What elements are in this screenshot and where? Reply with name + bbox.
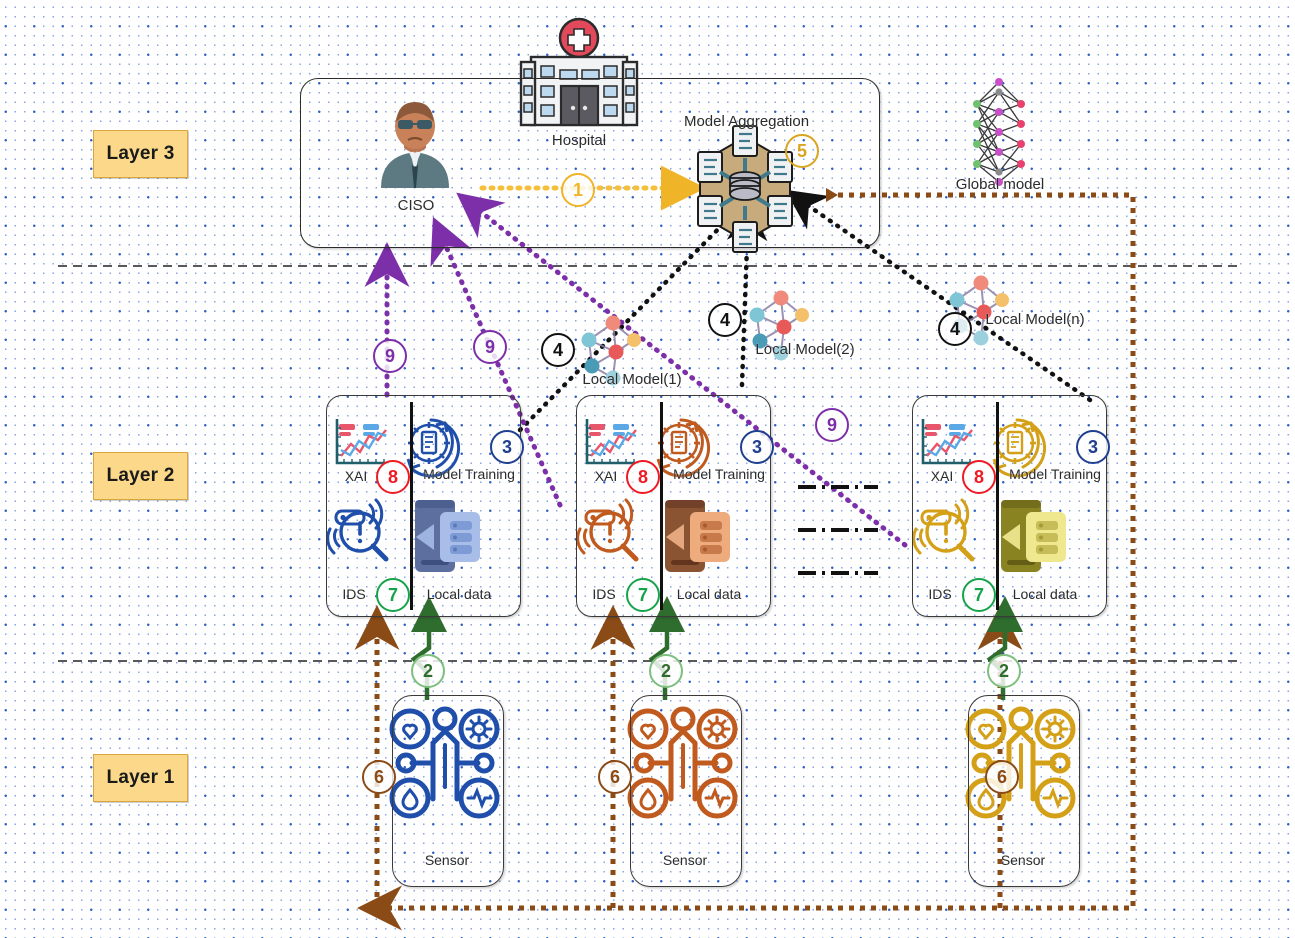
- gear-document-training-icon: [992, 418, 1047, 478]
- layer-tag-layer1-label: Layer 1: [106, 767, 175, 788]
- client-n-localdata-label: Local data: [1012, 586, 1078, 602]
- client-1-icons: [326, 418, 480, 572]
- sensor-1-icon: [389, 706, 500, 819]
- layer-tag-layer1: Layer 1: [93, 754, 188, 802]
- step-badge-3-client1: 3: [490, 430, 524, 464]
- client-1-divider: [410, 402, 413, 610]
- step-badge-1: 1: [561, 173, 595, 207]
- step-badge-6-sensor2: 6: [598, 760, 632, 794]
- step-badge-2-sensor2: 2: [649, 654, 683, 688]
- global-model-label: Global model: [955, 176, 1045, 193]
- sensor-2-box[interactable]: [630, 695, 742, 887]
- sensor-n-box[interactable]: [968, 695, 1080, 887]
- step-badge-4-clientn: 4: [938, 312, 972, 346]
- local-data-device-icon: [665, 500, 730, 572]
- sensor-2-label: Sensor: [662, 852, 708, 868]
- client-2-ids-label: IDS: [592, 586, 616, 602]
- step-badge-3-clientn: 3: [1076, 430, 1110, 464]
- step-badge-2-sensor1: 2: [411, 654, 445, 688]
- client-n-ids-label: IDS: [928, 586, 952, 602]
- sensor-1-label: Sensor: [424, 852, 470, 868]
- step-badge-7-client1: 7: [376, 578, 410, 612]
- step-badge-9-client1: 9: [373, 339, 407, 373]
- step-badge-9-client2: 9: [473, 330, 507, 364]
- local-model-2-label: Local Model(2): [755, 341, 855, 358]
- ciso-label: CISO: [397, 197, 435, 214]
- step-badge-3-client2: 3: [740, 430, 774, 464]
- client-2-box[interactable]: [576, 395, 771, 617]
- step-badge-7-client2: 7: [626, 578, 660, 612]
- client-n-training-label: Model Training: [1009, 466, 1101, 482]
- server-aggregation-icon: [697, 125, 793, 253]
- step-badge-2-sensorn: 2: [987, 654, 1021, 688]
- neural-network-icon: [973, 78, 1025, 186]
- person-officer-icon: [381, 102, 449, 188]
- model-aggregation-label: Model Aggregation: [683, 113, 810, 130]
- layer-tag-layer3: Layer 3: [93, 130, 188, 178]
- hospital-label: Hospital: [551, 132, 607, 149]
- client-1-training-label: Model Training: [423, 466, 515, 482]
- xai-chart-icon: [585, 419, 639, 465]
- ids-magnifier-alert-icon: [576, 498, 639, 562]
- local-data-device-icon: [1001, 500, 1066, 572]
- client-2-divider: [660, 402, 663, 610]
- client-2-localdata-label: Local data: [676, 586, 742, 602]
- client-2-xai-label: XAI: [594, 468, 618, 484]
- step-badge-7-clientn: 7: [962, 578, 996, 612]
- step-badge-9-clientn: 9: [815, 408, 849, 442]
- client-1-localdata-label: Local data: [426, 586, 492, 602]
- client-2-training-label: Model Training: [673, 466, 765, 482]
- hospital-building-icon: [519, 17, 639, 127]
- client-n-icons: [912, 418, 1066, 572]
- ids-magnifier-alert-icon: [326, 498, 389, 562]
- client-n-box[interactable]: [912, 395, 1107, 617]
- layer-tag-layer2-label: Layer 2: [106, 465, 175, 486]
- step-badge-8-client1: 8: [376, 460, 410, 494]
- client-2-icons: [576, 418, 730, 572]
- step-badge-6-sensorn: 6: [985, 760, 1019, 794]
- step-badge-4-client1: 4: [541, 333, 575, 367]
- ids-magnifier-alert-icon: [912, 498, 975, 562]
- step-badge-6-sensor1: 6: [362, 760, 396, 794]
- step-badge-4-client2: 4: [708, 303, 742, 337]
- local-data-device-icon: [415, 500, 480, 572]
- local-model-2-icon: [749, 290, 809, 361]
- client-n-xai-label: XAI: [930, 468, 954, 484]
- layer-tag-layer3-label: Layer 3: [106, 143, 175, 164]
- client-1-xai-label: XAI: [344, 468, 368, 484]
- step-badge-8-clientn: 8: [962, 460, 996, 494]
- client-1-box[interactable]: [326, 395, 521, 617]
- local-model-1-label: Local Model(1): [582, 371, 682, 388]
- sensor-2-icon: [627, 706, 738, 819]
- layer3-container: [300, 78, 880, 248]
- client-1-ids-label: IDS: [342, 586, 366, 602]
- local-model-n-label: Local Model(n): [985, 311, 1085, 328]
- sensor-1-box[interactable]: [392, 695, 504, 887]
- client-n-divider: [996, 402, 999, 610]
- local-model-1-icon: [581, 315, 641, 386]
- layer-tag-layer2: Layer 2: [93, 452, 188, 500]
- step-badge-8-client2: 8: [626, 460, 660, 494]
- xai-chart-icon: [921, 419, 975, 465]
- step-badge-5: 5: [785, 134, 819, 168]
- sensor-n-label: Sensor: [1000, 852, 1046, 868]
